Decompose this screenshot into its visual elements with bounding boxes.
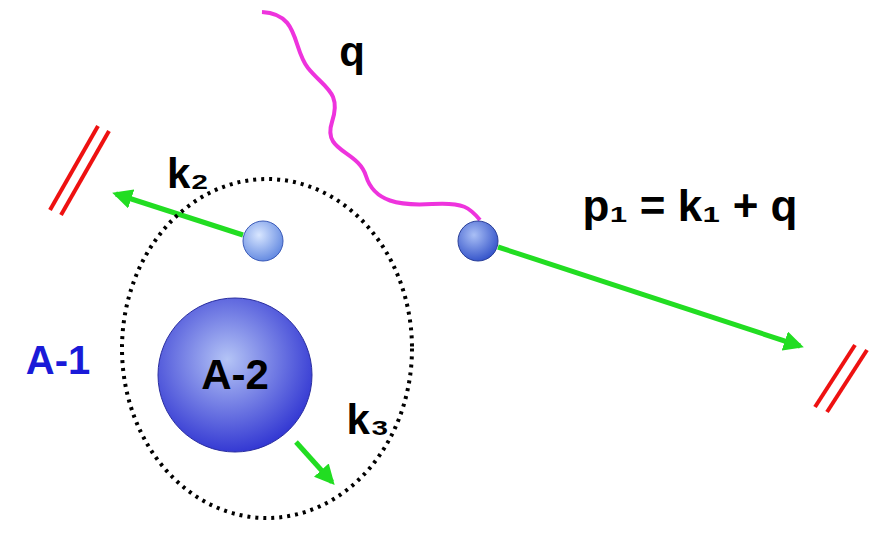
nucleus-region: A-1A-2 — [120, 177, 414, 520]
detector-mark — [61, 131, 109, 215]
momentum-arrow — [498, 247, 800, 346]
core-label: A-2 — [201, 354, 269, 396]
region-label: A-1 — [26, 340, 90, 380]
detector-mark — [827, 350, 867, 412]
photon-label: q — [339, 31, 365, 73]
photon-line — [262, 12, 480, 220]
momentum-label: k₂ — [167, 153, 209, 195]
core-circle — [158, 298, 312, 452]
nucleon — [458, 221, 498, 261]
detector-mark — [50, 126, 98, 210]
momentum-arrow — [116, 194, 243, 235]
dotted-boundary — [122, 179, 412, 518]
nucleus-core: A-2 — [157, 297, 313, 453]
momentum-label: p₁ = k₁ + q — [583, 184, 798, 228]
nucleon — [243, 221, 283, 261]
momentum-label: k₃ — [347, 399, 390, 441]
momentum-arrow — [296, 442, 332, 482]
